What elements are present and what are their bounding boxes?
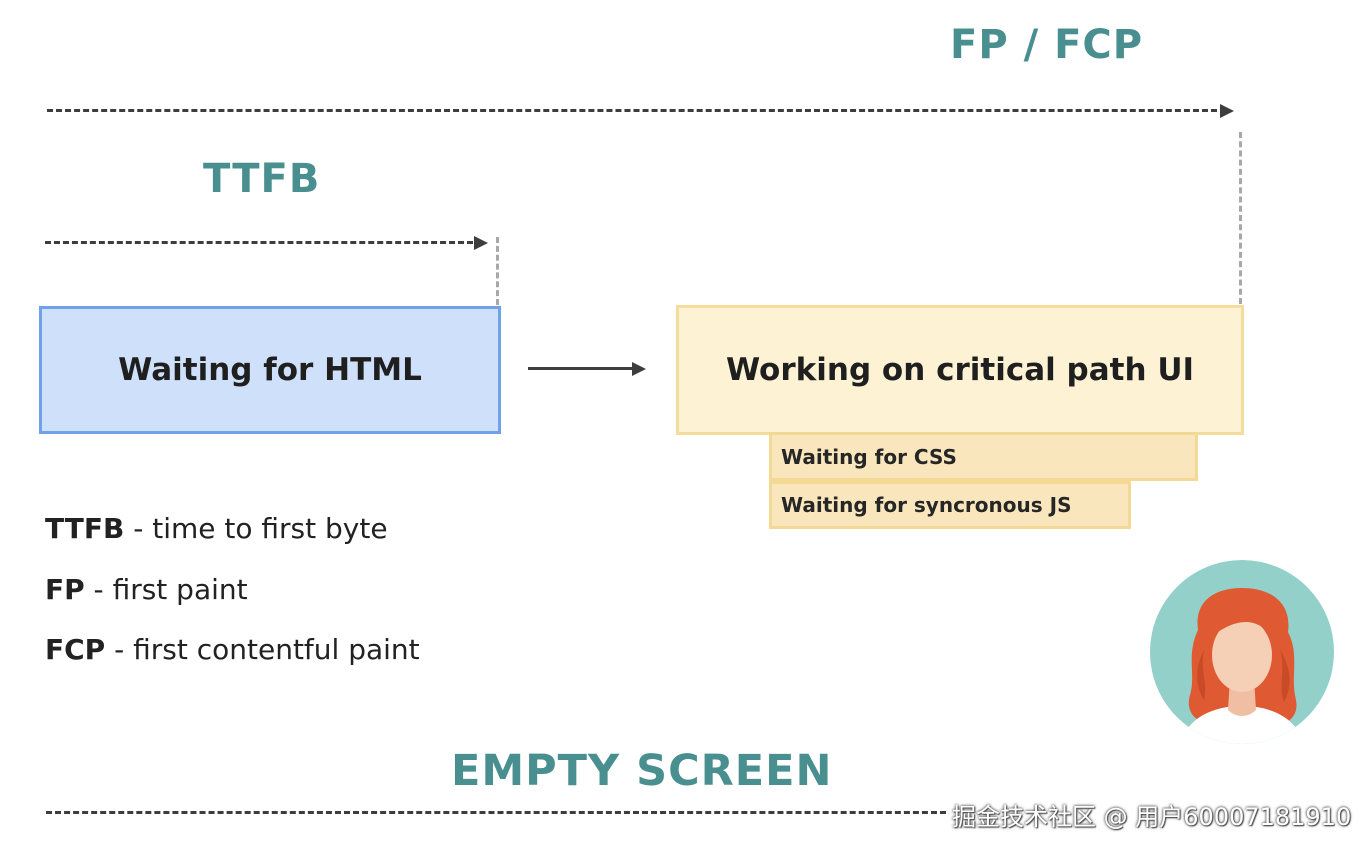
waiting-for-css-label: Waiting for CSS	[781, 444, 957, 469]
legend-separator: -	[84, 573, 113, 606]
legend-item-fp: FP - first paint	[45, 573, 248, 606]
legend-desc: time to first byte	[152, 512, 388, 545]
legend-item-ttfb: TTFB - time to first byte	[45, 512, 388, 545]
legend-term: FCP	[45, 633, 106, 666]
fp-fcp-vertical-marker	[1239, 132, 1242, 304]
legend-term: TTFB	[45, 512, 125, 545]
ttfb-vertical-marker	[496, 237, 499, 305]
fp-fcp-title: FP / FCP	[950, 22, 1144, 68]
fp-fcp-dashed-line	[47, 109, 1217, 112]
waiting-for-html-box: Waiting for HTML	[39, 306, 501, 434]
legend-item-fcp: FCP - first contentful paint	[45, 633, 420, 666]
flow-arrow-line	[528, 367, 634, 370]
waiting-for-css-box: Waiting for CSS	[769, 432, 1198, 481]
woman-avatar-icon	[1150, 560, 1334, 744]
waiting-for-js-box: Waiting for syncronous JS	[769, 481, 1131, 529]
critical-path-label: Working on critical path UI	[725, 352, 1195, 388]
legend-desc: first contentful paint	[133, 633, 420, 666]
ttfb-dashed-line	[45, 241, 473, 244]
waiting-for-html-label: Waiting for HTML	[118, 352, 422, 388]
fp-fcp-arrowhead	[1220, 104, 1234, 118]
legend-term: FP	[45, 573, 85, 606]
legend-separator: -	[124, 512, 153, 545]
legend-desc: first paint	[112, 573, 248, 606]
empty-screen-title: EMPTY SCREEN	[451, 746, 833, 796]
flow-arrow-icon	[632, 362, 646, 376]
watermark-text: 掘金技术社区 @ 用户60007181910	[952, 803, 1352, 831]
legend-separator: -	[105, 633, 134, 666]
ttfb-arrowhead	[474, 236, 488, 250]
empty-screen-dashed-line	[46, 811, 946, 814]
critical-path-box: Working on critical path UI	[676, 305, 1244, 435]
waiting-for-js-label: Waiting for syncronous JS	[781, 493, 1072, 517]
ttfb-title: TTFB	[203, 156, 321, 202]
